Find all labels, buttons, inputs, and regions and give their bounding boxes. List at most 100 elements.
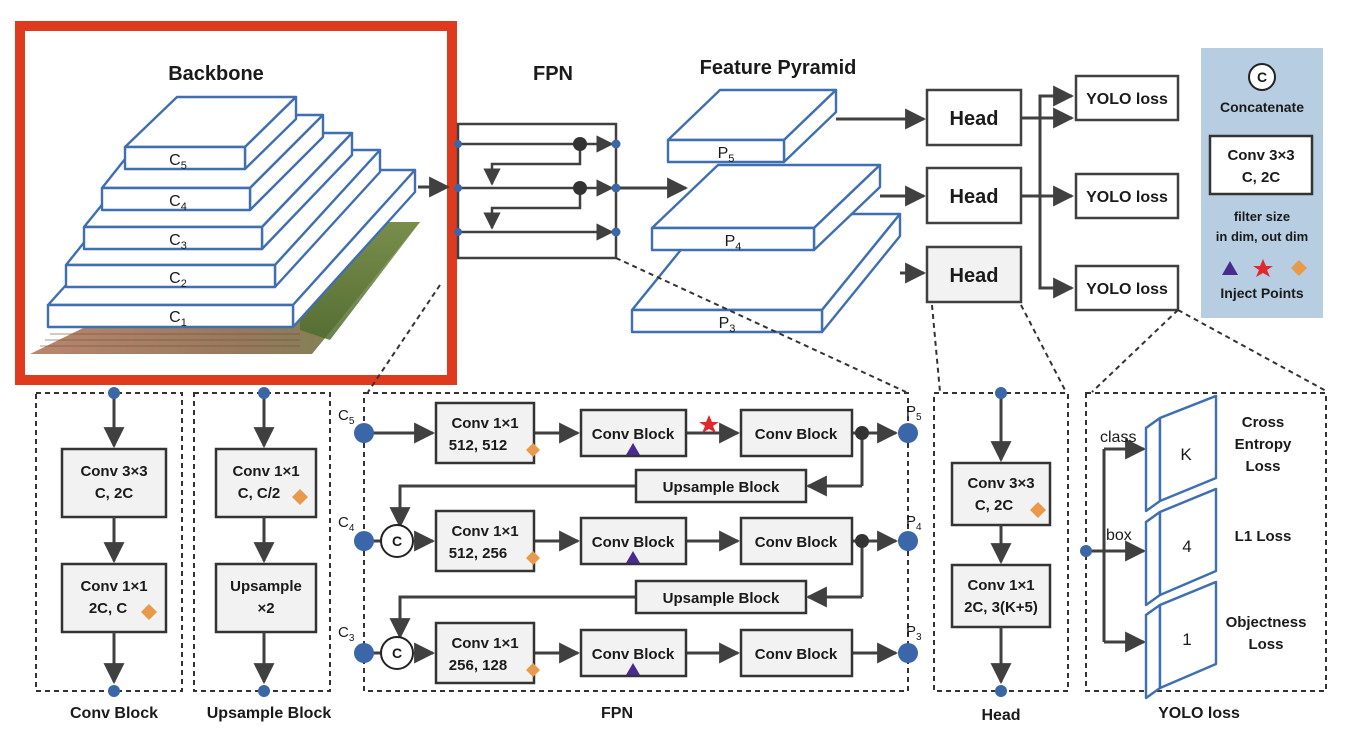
upsample-block-upsample — [214, 562, 318, 634]
head-detail-caption: Head — [981, 707, 1020, 724]
backbone-layer-c2-front — [64, 263, 277, 289]
feature-pyramid-section: Feature Pyramid P5 P4 P3 — [630, 57, 902, 335]
legend-conv-line1: Conv 3×3 — [1227, 147, 1294, 164]
conv-block-conv3x3 — [60, 447, 168, 519]
fpn-upsample-1-label: Upsample Block — [663, 479, 780, 496]
fpn-concat-symbol-row2: C — [392, 533, 402, 549]
yolo-loss-ce-line3: Loss — [1245, 458, 1280, 475]
fpn-row1-conv — [434, 401, 536, 465]
backbone-label-c5: C5 — [169, 152, 187, 172]
backbone-label-c1: C1 — [169, 309, 187, 329]
yolo-loss-l1: L1 Loss — [1235, 528, 1292, 545]
fpn-row3-conv-line2: 256, 128 — [449, 657, 507, 674]
head-detail-conv1x1-line1: Conv 1×1 — [967, 577, 1034, 594]
conv-block-conv3x3-line1: Conv 3×3 — [80, 463, 147, 480]
fpn-row3-conv — [434, 621, 536, 685]
fpn-row1-conv-line1: Conv 1×1 — [451, 415, 518, 432]
upsample-block-inject-diamond-icon — [292, 489, 308, 505]
inject-triangle-icon — [1222, 261, 1238, 275]
yolo-slab-4-value: 4 — [1182, 537, 1191, 556]
pyramid-layer-p3-front — [630, 308, 824, 334]
conv-block-inject-diamond-icon — [141, 604, 157, 620]
fpn-top-section: FPN — [454, 63, 621, 260]
fpn-upsample-2 — [634, 579, 808, 615]
conv-block-detail: Conv 3×3 C, 2C Conv 1×1 2C, C Conv Block — [35, 387, 183, 722]
fpn-upsample-1 — [634, 468, 808, 504]
fpn-row1-inject-triangle-icon — [626, 443, 640, 455]
fpn-row1-inject-diamond-icon — [526, 443, 540, 457]
conv-block-conv1x1-line1: Conv 1×1 — [80, 578, 147, 595]
fpn-top-box — [456, 122, 618, 260]
upsample-block-upsample-line2: ×2 — [257, 600, 274, 617]
fpn-row3-block2 — [739, 628, 854, 678]
yolo-loss-label-3: YOLO loss — [1086, 281, 1168, 298]
fpn-output-p5: P5 — [906, 403, 922, 423]
backbone-layer-c4-front — [100, 186, 252, 212]
yolo-loss-label-1: YOLO loss — [1086, 91, 1168, 108]
feature-pyramid-title: Feature Pyramid — [700, 57, 857, 79]
head-detail-conv3x3 — [950, 461, 1052, 527]
upsample-block-upsample-line1: Upsample — [230, 578, 302, 595]
yolo-slab-1-front — [1158, 580, 1218, 690]
fpn-row3-block2-label: Conv Block — [755, 646, 838, 663]
pyramid-label-p4: P4 — [725, 233, 742, 253]
head-box-3 — [925, 245, 1023, 304]
yolo-loss-box-3 — [1074, 264, 1180, 312]
inject-star-icon — [1253, 259, 1273, 277]
fpn-row3-conv-line1: Conv 1×1 — [451, 635, 518, 652]
fpn-row2-inject-diamond-icon — [526, 551, 540, 565]
backbone-layer-c1-front — [46, 303, 295, 329]
backbone-layer-c5-front — [123, 145, 247, 171]
head-detail-conv3x3-line1: Conv 3×3 — [967, 475, 1034, 492]
upsample-block-conv1x1-line2: C, C/2 — [238, 485, 281, 502]
fpn-row1-block2-label: Conv Block — [755, 426, 838, 443]
fpn-row2-inject-triangle-icon — [626, 551, 640, 563]
backbone-highlight-frame — [15, 21, 457, 385]
conv-block-conv1x1 — [60, 562, 168, 634]
heads-section: Head Head Head — [925, 88, 1023, 304]
upsample-block-caption: Upsample Block — [207, 705, 332, 722]
head-detail-conv1x1-line2: 2C, 3(K+5) — [964, 599, 1038, 616]
conv-block-frame — [35, 392, 183, 692]
conv-block-conv3x3-line2: C, 2C — [95, 485, 134, 502]
legend-filter-line1: filter size — [1234, 209, 1290, 224]
fpn-row2-conv-line1: Conv 1×1 — [451, 523, 518, 540]
yolo-loss-ce-line1: Cross — [1242, 414, 1285, 431]
pyramid-layer-p5-front — [666, 138, 786, 164]
legend-panel: C Concatenate Conv 3×3 C, 2C filter size… — [1201, 48, 1323, 318]
upsample-block-conv1x1-line1: Conv 1×1 — [232, 463, 299, 480]
fpn-row1-inject-star-icon — [699, 415, 719, 433]
yolo-loss-ce-line2: Entropy — [1235, 436, 1292, 453]
fpn-row3-block1-label: Conv Block — [592, 646, 675, 663]
upsample-block-frame — [193, 392, 331, 692]
head-detail-conv3x3-line2: C, 2C — [975, 497, 1014, 514]
fpn-input-c4: C4 — [338, 514, 355, 534]
fpn-concat-icon-row2 — [380, 524, 414, 558]
fpn-row3-inject-diamond-icon — [526, 663, 540, 677]
fpn-detail: C5 C4 C3 P5 P4 P3 — [338, 392, 922, 722]
conv-block-conv1x1-line2: 2C, C — [89, 600, 128, 617]
head-label-3: Head — [950, 265, 999, 287]
fpn-concat-symbol-row3: C — [392, 645, 402, 661]
yolo-loss-detail: class box K 4 1 Cross Entropy Loss L1 Lo… — [1080, 392, 1327, 722]
legend-conv-box — [1208, 134, 1314, 196]
yolo-slab-4-front — [1158, 487, 1218, 597]
fpn-upsample-2-label: Upsample Block — [663, 590, 780, 607]
upsample-block-conv1x1 — [214, 447, 318, 519]
pyramid-label-p3: P3 — [719, 315, 736, 335]
fpn-concat-icon-row3 — [380, 636, 414, 670]
yolo-loss-label-2: YOLO loss — [1086, 189, 1168, 206]
legend-conv-line2: C, 2C — [1242, 169, 1281, 186]
yolo-slab-1-value: 1 — [1182, 630, 1191, 649]
head-label-2: Head — [950, 186, 999, 208]
backbone-title: Backbone — [168, 63, 264, 85]
upsample-block-detail: Conv 1×1 C, C/2 Upsample ×2 Upsample Blo… — [193, 387, 332, 722]
conv-block-caption: Conv Block — [70, 705, 158, 722]
legend-inject-label: Inject Points — [1220, 285, 1303, 301]
pyramid-layer-p4-front — [650, 226, 816, 252]
yolo-branch-box: box — [1106, 527, 1132, 544]
fpn-input-c3: C3 — [338, 624, 355, 644]
yolo-loss-box-1 — [1074, 74, 1180, 122]
fpn-output-p4: P4 — [906, 513, 922, 533]
zoom-guide-lines — [367, 257, 1329, 393]
